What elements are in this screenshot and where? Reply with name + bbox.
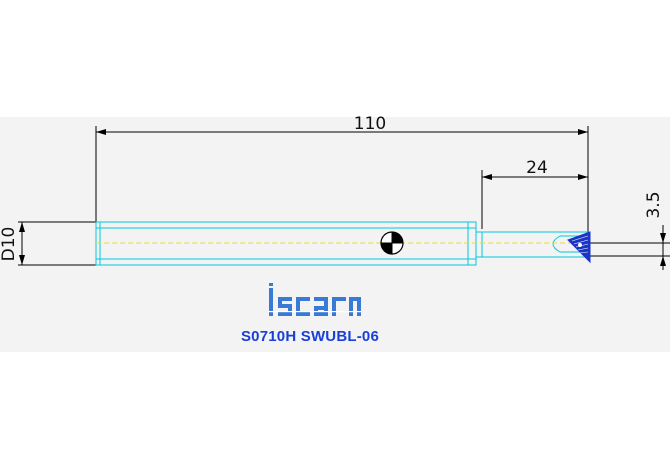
dimension-overall-length: 110 [95, 114, 589, 236]
offset-label: 3.5 [644, 191, 664, 218]
part-number-label: S0710H SWUBL-06 [240, 328, 380, 345]
dimension-shank-diameter: D10 [0, 221, 96, 266]
iscar-logo [269, 283, 362, 316]
dimension-head-length: 24 [481, 158, 588, 229]
insert-triangle [567, 231, 591, 264]
overall-length-label: 110 [354, 114, 386, 134]
center-of-gravity-symbol [380, 231, 404, 255]
shank-diameter-label: D10 [0, 227, 19, 262]
head-length-label: 24 [526, 158, 548, 178]
tool-body [95, 221, 590, 266]
dimension-offset: 3.5 [588, 191, 670, 270]
